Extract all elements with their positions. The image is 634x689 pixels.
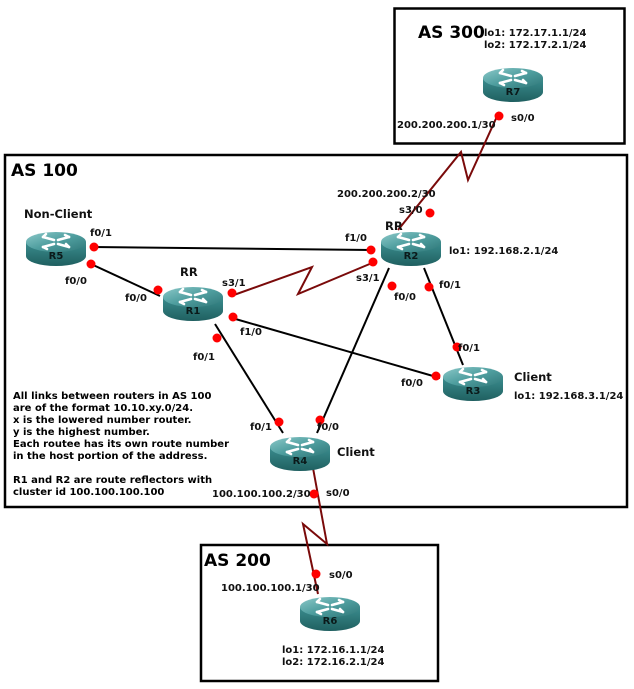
- interface-dot-r7-s0-0[interactable]: [494, 111, 504, 121]
- as200-title: AS 200: [204, 551, 271, 571]
- note-line: y is the highest number.: [13, 427, 150, 438]
- r1-s3-1-label: s3/1: [222, 278, 246, 289]
- interface-dot-r2-s3-0[interactable]: [425, 208, 435, 218]
- router-name: R5: [49, 251, 64, 262]
- r4-role: Client: [337, 445, 375, 459]
- interface-dot-r3-f0-1[interactable]: [452, 342, 462, 352]
- router-name: R7: [506, 87, 521, 98]
- interface-dot-r1-f0-1[interactable]: [212, 333, 222, 343]
- r2-s3-0-label: s3/0: [399, 205, 423, 216]
- link-r5-r2[interactable]: [91, 246, 372, 251]
- interface-dots: [86, 111, 504, 579]
- r2-loopback-1: lo1: 192.168.2.1/24: [449, 246, 558, 257]
- interface-dot-r5-f0-0[interactable]: [86, 259, 96, 269]
- router-name: R1: [186, 306, 201, 317]
- r3-f0-1-label: f0/1: [458, 343, 480, 354]
- as300-title: AS 300: [418, 23, 485, 43]
- router-r1[interactable]: R1: [161, 285, 225, 323]
- router-r4[interactable]: R4: [268, 435, 332, 473]
- r7-loopback-2: lo2: 172.17.2.1/24: [484, 40, 586, 51]
- r5-f0-0-label: f0/0: [65, 276, 87, 287]
- r7-s0-0-ip: 200.200.200.1/30: [397, 120, 496, 131]
- interface-dot-r4-f0-0[interactable]: [315, 415, 325, 425]
- r1-f0-0-label: f0/0: [125, 293, 147, 304]
- r3-loopback-1: lo1: 192.168.3.1/24: [514, 391, 623, 402]
- router-name: R3: [466, 386, 481, 397]
- interface-dot-r1-f1-0[interactable]: [228, 312, 238, 322]
- links-layer: [90, 111, 500, 595]
- link-r2-r4[interactable]: [316, 267, 390, 434]
- r4-f0-1-label: f0/1: [250, 422, 272, 433]
- r6-loopback-1: lo1: 172.16.1.1/24: [282, 645, 384, 656]
- r1-role: RR: [180, 265, 198, 279]
- addressing-note: All links between routers in AS 100 are …: [13, 391, 229, 462]
- r7-loopback-1: lo1: 172.17.1.1/24: [484, 28, 586, 39]
- r5-f0-1-label: f0/1: [90, 228, 112, 239]
- interface-dot-r2-s3-1[interactable]: [368, 257, 378, 267]
- r2-f0-1-label: f0/1: [439, 280, 461, 291]
- router-name: R2: [404, 251, 419, 262]
- router-r6[interactable]: R6: [298, 595, 362, 633]
- as100-box: AS 100: [3, 153, 629, 509]
- r4-f0-0-label: f0/0: [317, 422, 339, 433]
- r1-f1-0-label: f1/0: [240, 327, 262, 338]
- r7-s0-0-label: s0/0: [511, 113, 535, 124]
- route-reflector-note: R1 and R2 are route reflectors with clus…: [13, 475, 212, 498]
- as100-title: AS 100: [11, 161, 78, 181]
- link-r2-r7-serial[interactable]: [397, 111, 500, 231]
- interface-dot-r2-f1-0[interactable]: [366, 245, 376, 255]
- interface-dot-r3-f0-0[interactable]: [431, 371, 441, 381]
- interface-dot-r2-f0-1[interactable]: [424, 282, 434, 292]
- interface-dot-r6-s0-0[interactable]: [311, 569, 321, 579]
- interface-dot-r2-f0-0[interactable]: [387, 281, 397, 291]
- r6-s0-0-label: s0/0: [329, 570, 353, 581]
- r6-loopback-2: lo2: 172.16.2.1/24: [282, 657, 384, 668]
- router-r5[interactable]: R5: [24, 230, 88, 268]
- r2-f1-0-label: f1/0: [345, 233, 367, 244]
- link-r1-r2-serial[interactable]: [230, 262, 373, 297]
- note-line: in the host portion of the address.: [13, 451, 207, 462]
- r3-role: Client: [514, 370, 552, 384]
- interface-dot-r4-f0-1[interactable]: [274, 417, 284, 427]
- note-line: are of the format 10.10.xy.0/24.: [13, 403, 193, 414]
- link-r5-r1[interactable]: [90, 263, 161, 297]
- link-r4-r6-serial[interactable]: [301, 467, 329, 595]
- r5-role: Non-Client: [24, 207, 93, 221]
- interface-dot-r5-f0-1[interactable]: [89, 242, 99, 252]
- as300-box: AS 300: [393, 7, 626, 145]
- router-r2[interactable]: R2: [379, 230, 443, 268]
- interface-dot-r4-s0-0[interactable]: [309, 489, 319, 499]
- r4-s0-0-label: s0/0: [326, 488, 350, 499]
- note-line: All links between routers in AS 100: [13, 391, 211, 402]
- router-name: R6: [323, 616, 338, 627]
- r4-s0-0-ip: 100.100.100.2/30: [212, 489, 311, 500]
- note-line: cluster id 100.100.100.100: [13, 487, 164, 498]
- link-r1-r4[interactable]: [214, 323, 284, 434]
- interface-dot-r1-s3-1[interactable]: [227, 288, 237, 298]
- router-r7[interactable]: R7: [481, 66, 545, 104]
- r2-s3-1-label: s3/1: [356, 273, 380, 284]
- as200-box: AS 200: [199, 543, 440, 683]
- r2-f0-0-label: f0/0: [394, 292, 416, 303]
- link-r1-r3[interactable]: [231, 317, 441, 379]
- note-line: Each routee has its own route number: [13, 439, 229, 450]
- interface-dot-r1-f0-0[interactable]: [153, 285, 163, 295]
- note-line: x is the lowered number router.: [13, 415, 191, 426]
- r2-s3-0-ip: 200.200.200.2/30: [337, 189, 436, 200]
- r1-f0-1-label: f0/1: [193, 352, 215, 363]
- r3-f0-0-label: f0/0: [401, 378, 423, 389]
- note-line: R1 and R2 are route reflectors with: [13, 475, 212, 486]
- r2-role: RR: [385, 219, 403, 233]
- r6-s0-0-ip: 100.100.100.1/30: [221, 583, 320, 594]
- router-r3[interactable]: R3: [441, 365, 505, 403]
- router-name: R4: [293, 456, 308, 467]
